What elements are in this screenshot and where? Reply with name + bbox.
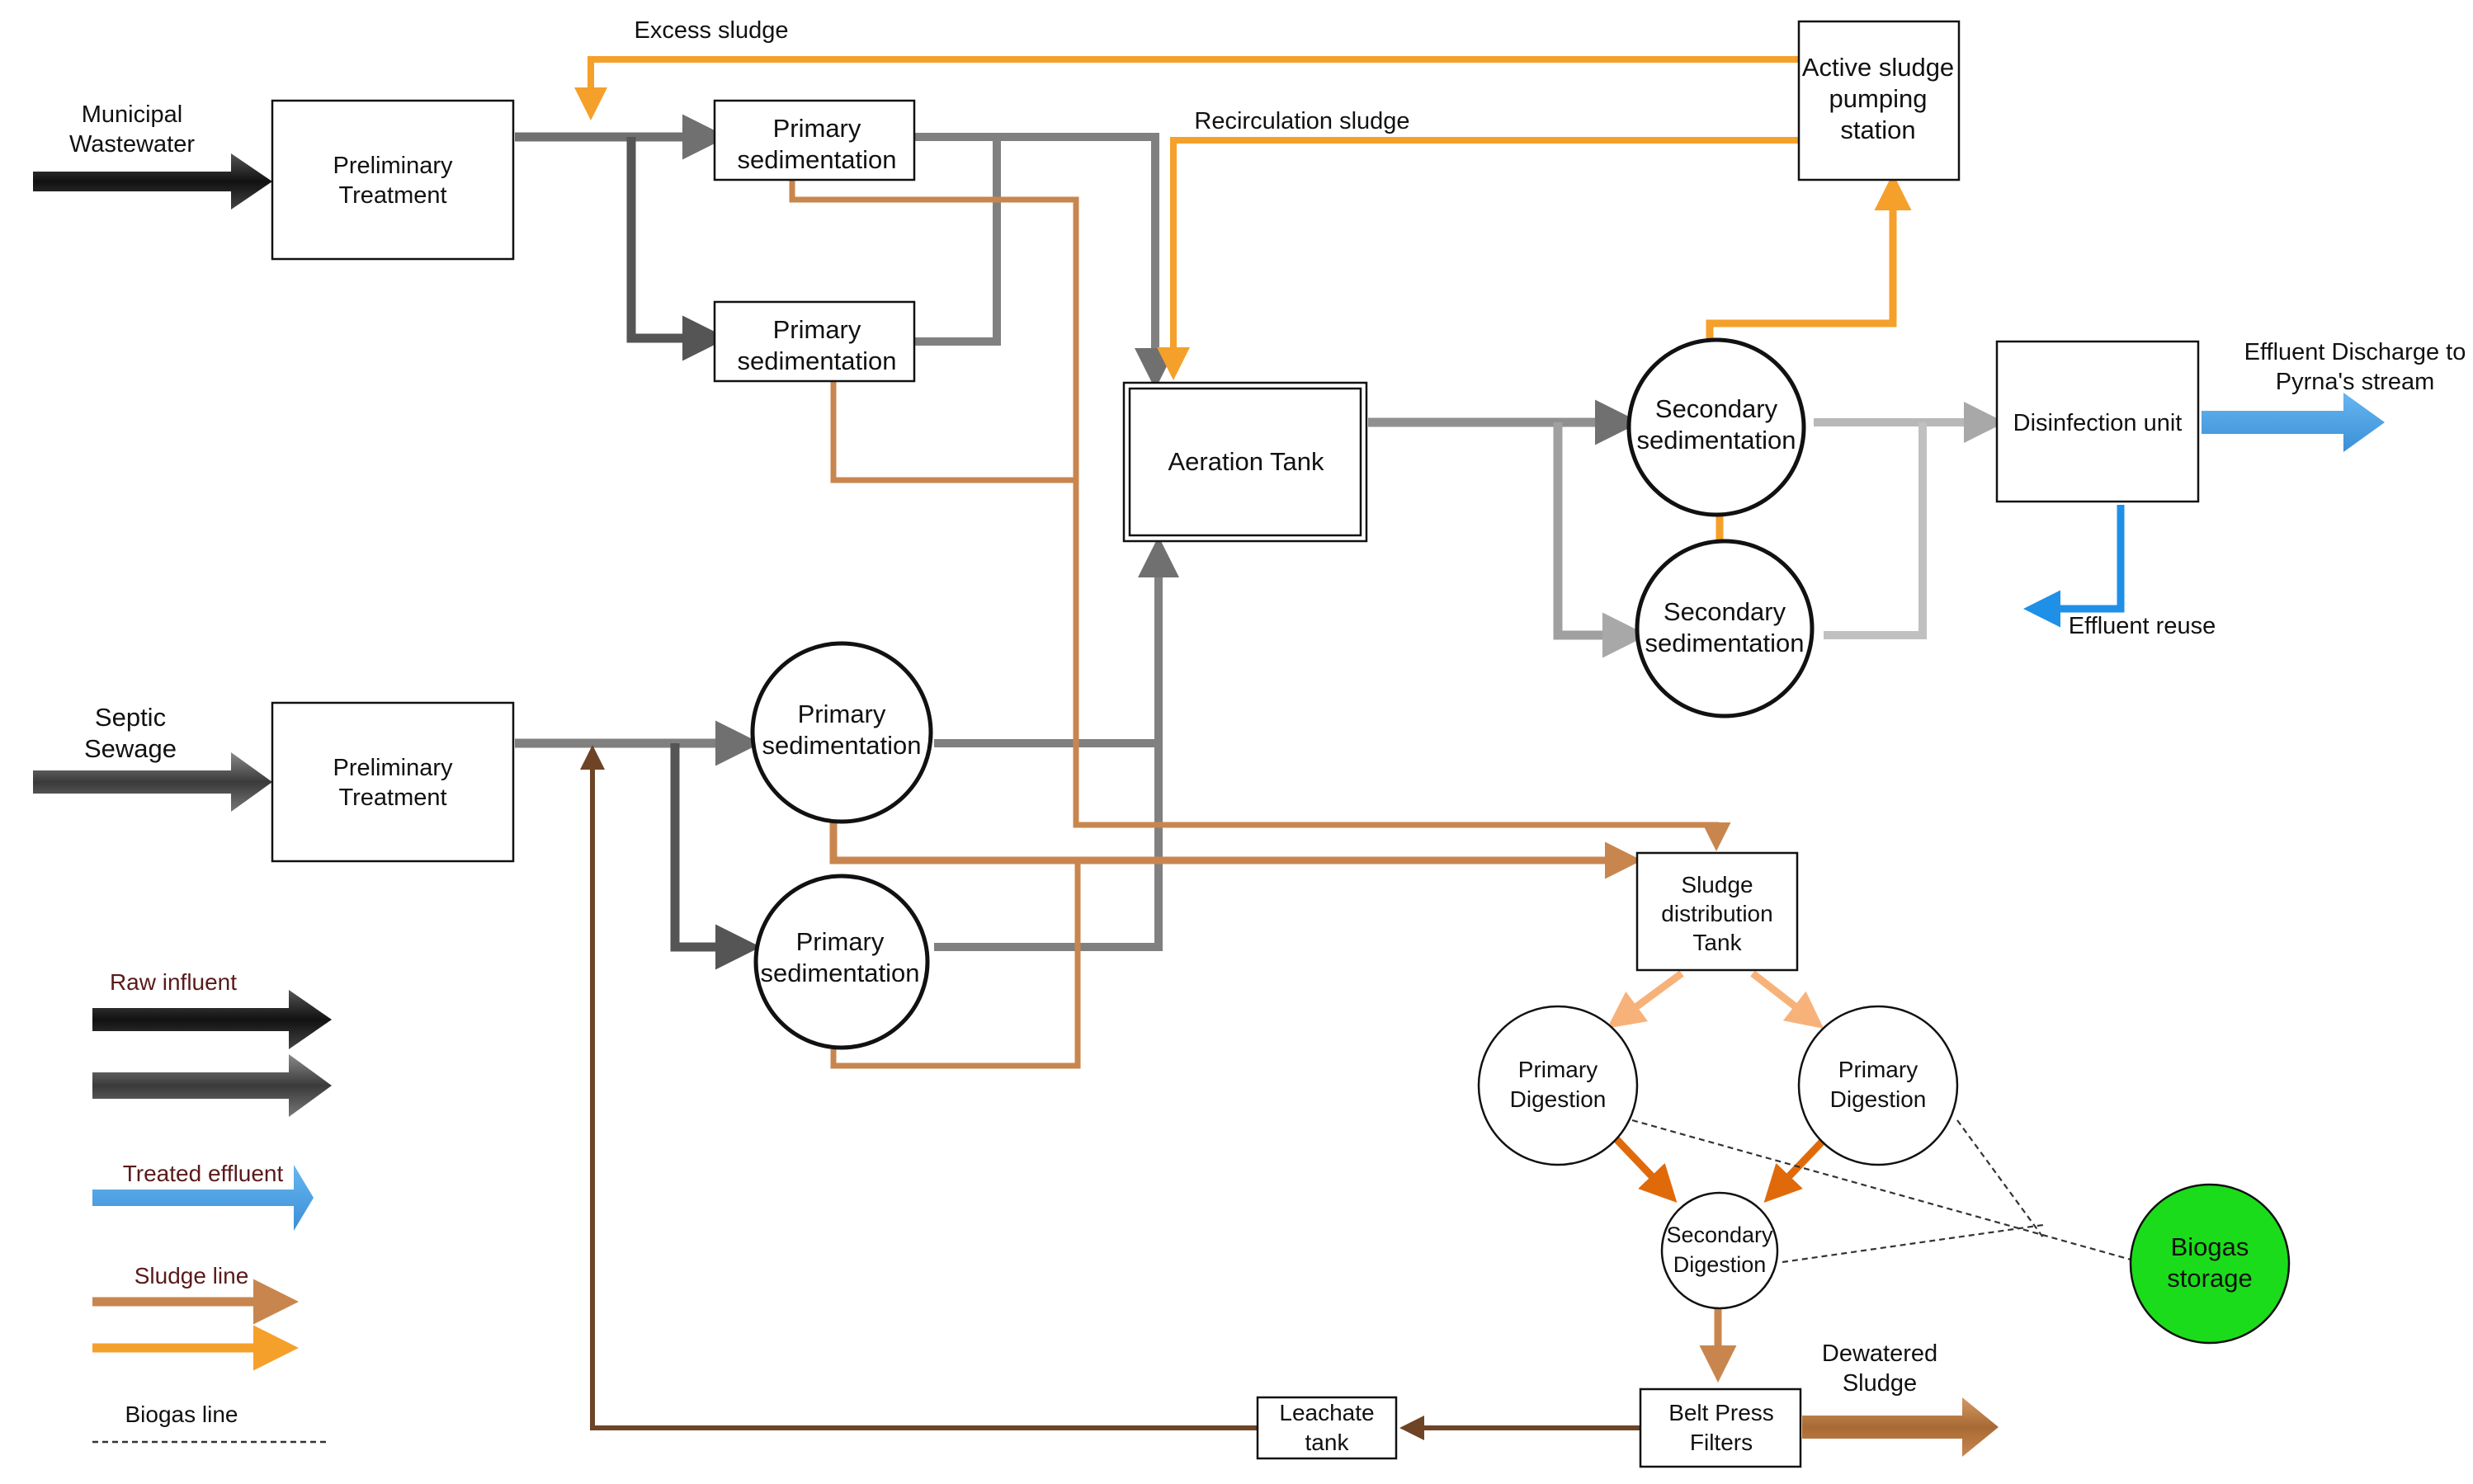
excess-sludge-label: Excess sludge — [635, 17, 789, 44]
dist-to-digestion2 — [1750, 970, 1824, 1029]
digestion1-to-secondary — [1612, 1135, 1678, 1204]
dist-to-digestion1 — [1607, 970, 1684, 1029]
primary-sedimentation-top1 — [713, 99, 916, 181]
disinfection-label: Disinfection unit — [2013, 410, 2183, 436]
legend-treated-arrow — [92, 1165, 314, 1231]
secondary-sedimentation-1 — [1626, 337, 1806, 517]
biogas-line-1 — [1631, 1119, 2135, 1262]
dewatered-sludge-arrow — [1802, 1397, 1999, 1457]
secondary-sedimentation-2 — [1635, 539, 1815, 718]
primsed-bot-outflow — [934, 536, 1179, 747]
municipal-inflow-arrow — [33, 153, 272, 210]
recirculation-sludge-line — [1157, 137, 1799, 380]
primsed-bot2-outflow — [934, 743, 1163, 951]
preliminary-treatment-top — [271, 99, 515, 261]
legend: Raw influent Treated effluent Sludge lin… — [92, 969, 332, 1444]
raw-line-bottom-branch — [670, 743, 761, 970]
sludge-distribution-tank — [1635, 851, 1799, 972]
effluent-reuse-line — [2023, 505, 2125, 628]
active-sludge-pumping-station — [1797, 20, 1961, 181]
excess-sludge-line — [574, 56, 1799, 120]
legend-raw-arrow-2 — [92, 1054, 332, 1117]
sludge-top2 — [830, 381, 1076, 483]
legend-sludge-line-label: Sludge line — [135, 1263, 249, 1288]
biogas-storage — [2129, 1183, 2291, 1345]
disinfection-unit — [1995, 340, 2200, 503]
primary-digestion-1 — [1477, 1005, 1639, 1166]
legend-biogas-line-label: Biogas line — [125, 1402, 238, 1427]
units — [271, 20, 2291, 1468]
aeration-to-secsed2 — [1553, 422, 1648, 658]
preliminary-treatment-bottom — [271, 701, 515, 863]
raw-line-top-branch — [626, 137, 728, 361]
effluent-reuse-label: Effluent reuse — [2069, 613, 2216, 639]
primary-digestion-2 — [1797, 1005, 1959, 1166]
secsed2-to-disinfection — [1824, 422, 1927, 639]
legend-treated-effluent-label: Treated effluent — [123, 1161, 284, 1186]
primsed-top2-outflow — [914, 137, 1001, 346]
biogas-line-3 — [1782, 1223, 2044, 1264]
septic-inflow-arrow — [33, 752, 272, 812]
leachate-tank — [1256, 1396, 1398, 1460]
sludge-bot1 — [829, 818, 1642, 879]
leachate-return — [580, 745, 1258, 1430]
biogas-line-2 — [1956, 1119, 2044, 1238]
aeration-tank-inner — [1128, 387, 1362, 537]
belt-press-filters — [1639, 1387, 1802, 1468]
primary-sedimentation-bottom1 — [750, 641, 933, 824]
primary-sedimentation-top2 — [713, 300, 916, 383]
primary-sedimentation-bottom2 — [753, 874, 930, 1050]
effluent-discharge-arrow — [2202, 393, 2385, 452]
legend-raw-arrow-1 — [92, 990, 332, 1049]
flow-lines — [515, 56, 2135, 1440]
block-arrows — [33, 153, 2385, 1457]
secsed-to-pumping — [1706, 173, 1912, 340]
secondary-digestion — [1660, 1191, 1779, 1310]
sludge-bot2 — [830, 860, 1081, 1069]
aeration-tank-label: Aeration Tank — [1168, 447, 1324, 476]
legend-raw-influent-label: Raw influent — [110, 969, 237, 995]
recirculation-sludge-label: Recirculation sludge — [1194, 108, 1409, 134]
digestion2-to-secondary — [1763, 1135, 1829, 1204]
sludge-top1 — [789, 180, 1731, 851]
